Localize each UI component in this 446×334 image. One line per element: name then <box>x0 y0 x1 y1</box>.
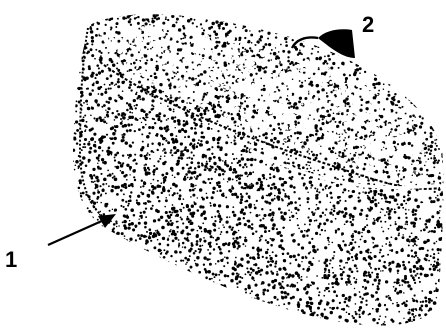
callout-label-2: 2 <box>362 14 374 36</box>
callout-label-1: 1 <box>5 249 17 271</box>
arrow-1-icon <box>48 214 116 245</box>
